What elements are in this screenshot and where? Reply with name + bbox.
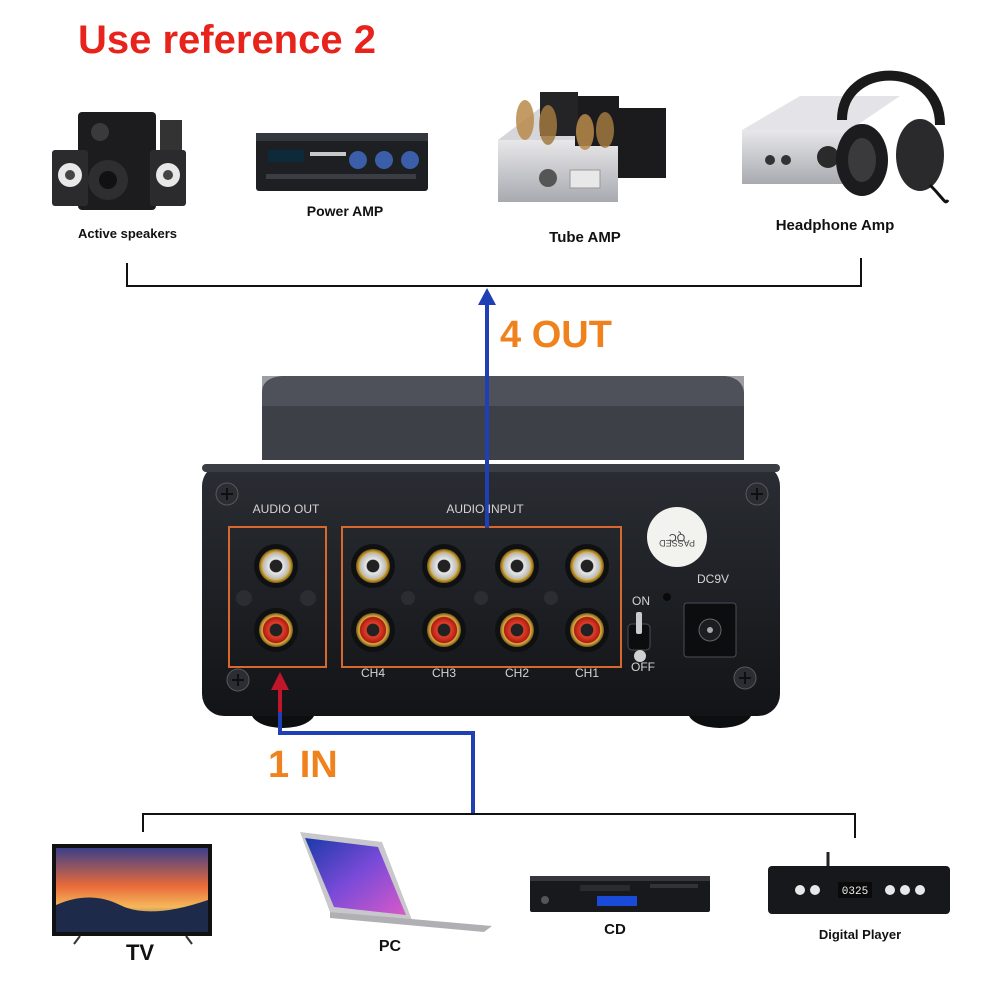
laptop-icon [300, 832, 492, 932]
screw-icon [215, 482, 239, 506]
in-label: 1 IN [268, 744, 338, 786]
cd-player-icon [530, 876, 710, 912]
device-label-headphone-amp: Headphone Amp [775, 217, 895, 234]
device-label-power-amp: Power AMP [306, 203, 384, 219]
device-label-active-speakers: Active speakers [77, 226, 177, 241]
device-label-digital-player: Digital Player [818, 927, 902, 942]
input-jacks [351, 544, 609, 652]
out-arrow [478, 288, 496, 528]
device-label-tv: TV [125, 940, 155, 965]
out-label: 4 OUT [500, 314, 612, 356]
screw-icon [226, 668, 250, 692]
speakers-icon [52, 112, 186, 210]
switch-off-label: OFF [631, 660, 655, 674]
splitter-device: QC PASSED [202, 376, 780, 728]
page-title: Use reference 2 [78, 18, 376, 62]
digital-player-display: 0325 [842, 886, 868, 898]
audio-input-label: AUDIO INPUT [446, 502, 524, 516]
dc-power-jack [683, 602, 737, 658]
svg-text:PASSED: PASSED [659, 538, 695, 548]
device-label-pc: PC [378, 938, 402, 955]
channel-label: CH2 [504, 666, 529, 680]
device-label-cd: CD [604, 921, 626, 938]
tv-icon [52, 844, 212, 945]
screw-icon [745, 482, 769, 506]
screw-icon [733, 666, 757, 690]
digital-player-icon: 0325 [768, 852, 950, 914]
in-arrow [271, 672, 475, 814]
qc-sticker: QC PASSED [647, 507, 707, 567]
channel-label: CH4 [360, 666, 385, 680]
svg-text:QC: QC [669, 531, 686, 543]
device-label-tube-amp: Tube AMP [549, 229, 621, 246]
headphone-amp-icon [742, 70, 950, 204]
power-amp-icon [256, 133, 428, 191]
channel-label: CH3 [431, 666, 456, 680]
audio-out-label: AUDIO OUT [252, 502, 320, 516]
power-label: DC9V [696, 572, 729, 586]
tube-amp-icon [498, 92, 666, 202]
power-switch[interactable] [627, 612, 651, 662]
switch-on-label: ON [632, 594, 650, 608]
channel-label: CH1 [574, 666, 599, 680]
